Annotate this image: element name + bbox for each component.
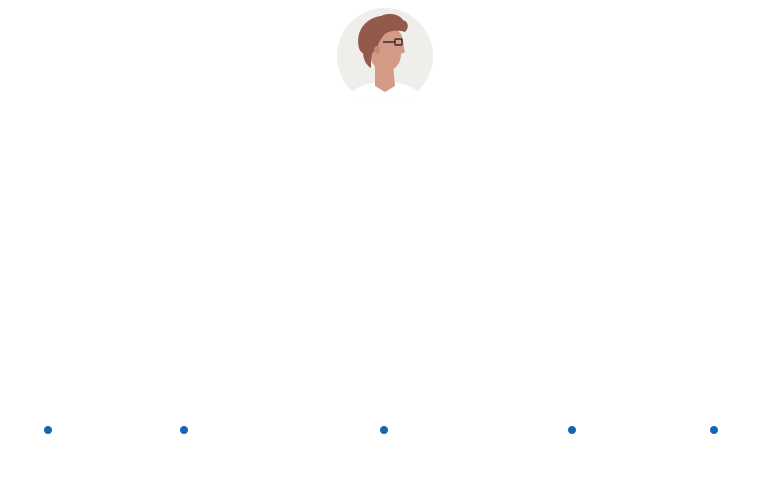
user-avatar-icon (337, 8, 433, 104)
avatar (337, 8, 433, 104)
pagination-dot-3[interactable] (380, 426, 388, 434)
pagination-dot-5[interactable] (710, 426, 718, 434)
pagination-dot-4[interactable] (568, 426, 576, 434)
pagination-dot-1[interactable] (44, 426, 52, 434)
pagination-dot-2[interactable] (180, 426, 188, 434)
